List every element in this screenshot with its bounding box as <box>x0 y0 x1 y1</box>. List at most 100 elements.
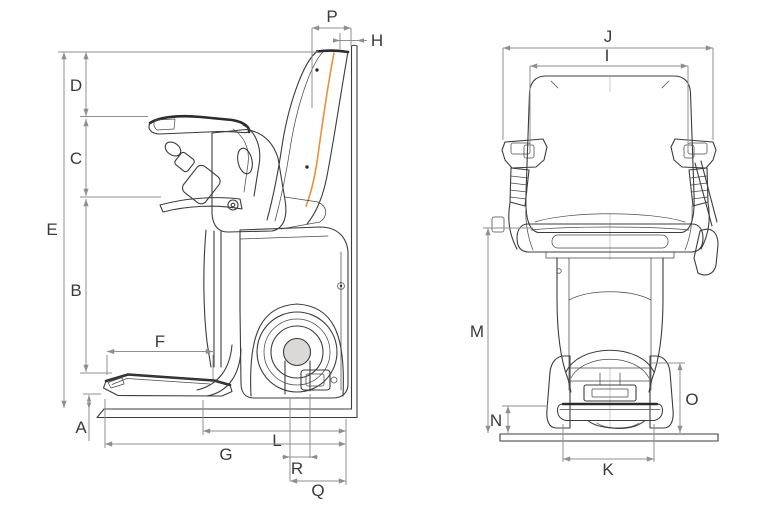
seat-rear-link <box>280 196 327 230</box>
dim-label-c: C <box>70 149 82 168</box>
backrest-top-edge <box>315 49 350 54</box>
drive-unit-top-seam <box>239 235 329 240</box>
dim-label-n: N <box>490 411 502 430</box>
dim-H-arrow-right <box>357 38 364 43</box>
armrest-front-pad <box>153 118 176 131</box>
frame-slot <box>237 147 253 175</box>
armrest-left-body <box>501 138 548 169</box>
base-wing-right <box>649 355 674 429</box>
lever-pivot-inner <box>230 202 236 208</box>
seat-slab-inner <box>551 234 669 249</box>
footplate-toe-curve <box>587 419 646 429</box>
drive-unit-screw <box>337 282 345 290</box>
seatbelt-rod <box>694 160 718 227</box>
floor-left-cap <box>96 408 105 419</box>
armrest-underside <box>148 122 250 135</box>
dim-label-g: G <box>219 445 232 464</box>
armrest-right-column <box>688 167 709 207</box>
dim-label-b: B <box>70 281 81 300</box>
front-view-dimensions: J I M N O K <box>470 27 714 479</box>
base-front <box>546 355 674 429</box>
dim-H-arrow-left <box>333 38 340 43</box>
dim-label-h: H <box>371 31 383 50</box>
mast-left-outer <box>556 257 572 393</box>
backrest-button-bottom <box>305 165 309 169</box>
mast-top-arch <box>568 291 652 301</box>
base-center-block-inner <box>591 388 629 398</box>
dim-label-m: M <box>470 322 484 341</box>
backrest-accent-line <box>305 52 335 207</box>
armrest-left-tab <box>491 216 505 233</box>
folded-seat-front <box>516 223 704 259</box>
wheel-hub <box>282 337 312 367</box>
mast-front-edge <box>203 229 212 368</box>
armrest-right-lower-link-2 <box>684 205 693 251</box>
dim-label-i: I <box>605 46 610 65</box>
seat-slab-top-seam <box>530 226 690 231</box>
armrest-left-notch-2 <box>523 144 535 159</box>
dim-label-j: J <box>604 27 613 46</box>
armrest-left-column <box>509 167 530 207</box>
armrest-front-left <box>491 138 548 251</box>
rail-block-inner <box>305 373 325 387</box>
backrest-front <box>525 75 695 234</box>
backrest-button-top <box>315 68 319 72</box>
rail-block <box>300 369 331 391</box>
backrest-corner-tick-right <box>661 80 670 89</box>
backrest-corner-tick-left <box>550 80 559 89</box>
mast-right-outer <box>648 257 664 393</box>
drive-unit <box>239 226 349 399</box>
backrest-front-edge-inner <box>274 51 324 222</box>
footplate-body <box>102 373 233 397</box>
dim-label-a: A <box>75 418 87 437</box>
footrest-link-inner <box>206 348 242 397</box>
mast-bottom-arch-outer <box>565 349 655 373</box>
footplate-front <box>556 402 664 429</box>
footplate-toe-curve-2 <box>596 422 640 429</box>
armrest-left-lower-link-2 <box>525 205 534 251</box>
backrest-front-edge <box>266 50 318 221</box>
lever-pivot-outer <box>227 199 239 211</box>
front-view: J I M N O K <box>470 27 719 479</box>
side-view-dimensions: E D C B A P H <box>46 7 383 500</box>
dim-label-q: Q <box>311 481 324 500</box>
footplate-inner-line <box>111 378 211 385</box>
mast-screw <box>556 268 562 274</box>
dim-R-arrow-right <box>310 454 317 460</box>
armrest-left-lower-link <box>508 202 518 250</box>
wheel-mid <box>263 318 331 386</box>
wheel-arch <box>250 303 344 397</box>
footplate-front-body <box>556 403 664 422</box>
armrest-support-front <box>242 124 261 197</box>
floor-front <box>499 433 719 442</box>
joystick-stem <box>174 151 195 173</box>
dim-label-o: O <box>685 390 698 409</box>
footplate-tip-detail <box>107 377 125 389</box>
armrest-right-notch-2 <box>683 144 695 159</box>
dim-label-k: K <box>602 460 614 479</box>
armrest-right-body <box>670 138 717 169</box>
dim-A-arrow-down <box>86 402 92 409</box>
mast-bottom-arch-inner <box>570 359 650 379</box>
dim-label-d: D <box>70 76 82 95</box>
mast-front <box>556 257 664 393</box>
mast-side <box>203 229 222 368</box>
dim-label-r: R <box>291 459 303 478</box>
armrest-support-rear <box>232 128 249 193</box>
backrest-side <box>266 49 350 225</box>
side-view: E D C B A P H <box>46 7 383 500</box>
backrest-front-bottom-curve <box>534 213 686 223</box>
seat-side <box>159 128 327 233</box>
wheel-outer <box>256 311 338 393</box>
seat-side-frame <box>211 128 287 233</box>
dim-label-f: F <box>155 332 165 351</box>
drive-unit-screw-center <box>339 284 343 288</box>
backrest-front-outline <box>525 75 695 234</box>
rail-bolt <box>330 376 338 384</box>
footrest-link-outer <box>196 344 233 391</box>
wheel-inner <box>270 325 324 379</box>
wall-and-floor <box>96 44 358 419</box>
dim-label-e: E <box>46 220 57 239</box>
